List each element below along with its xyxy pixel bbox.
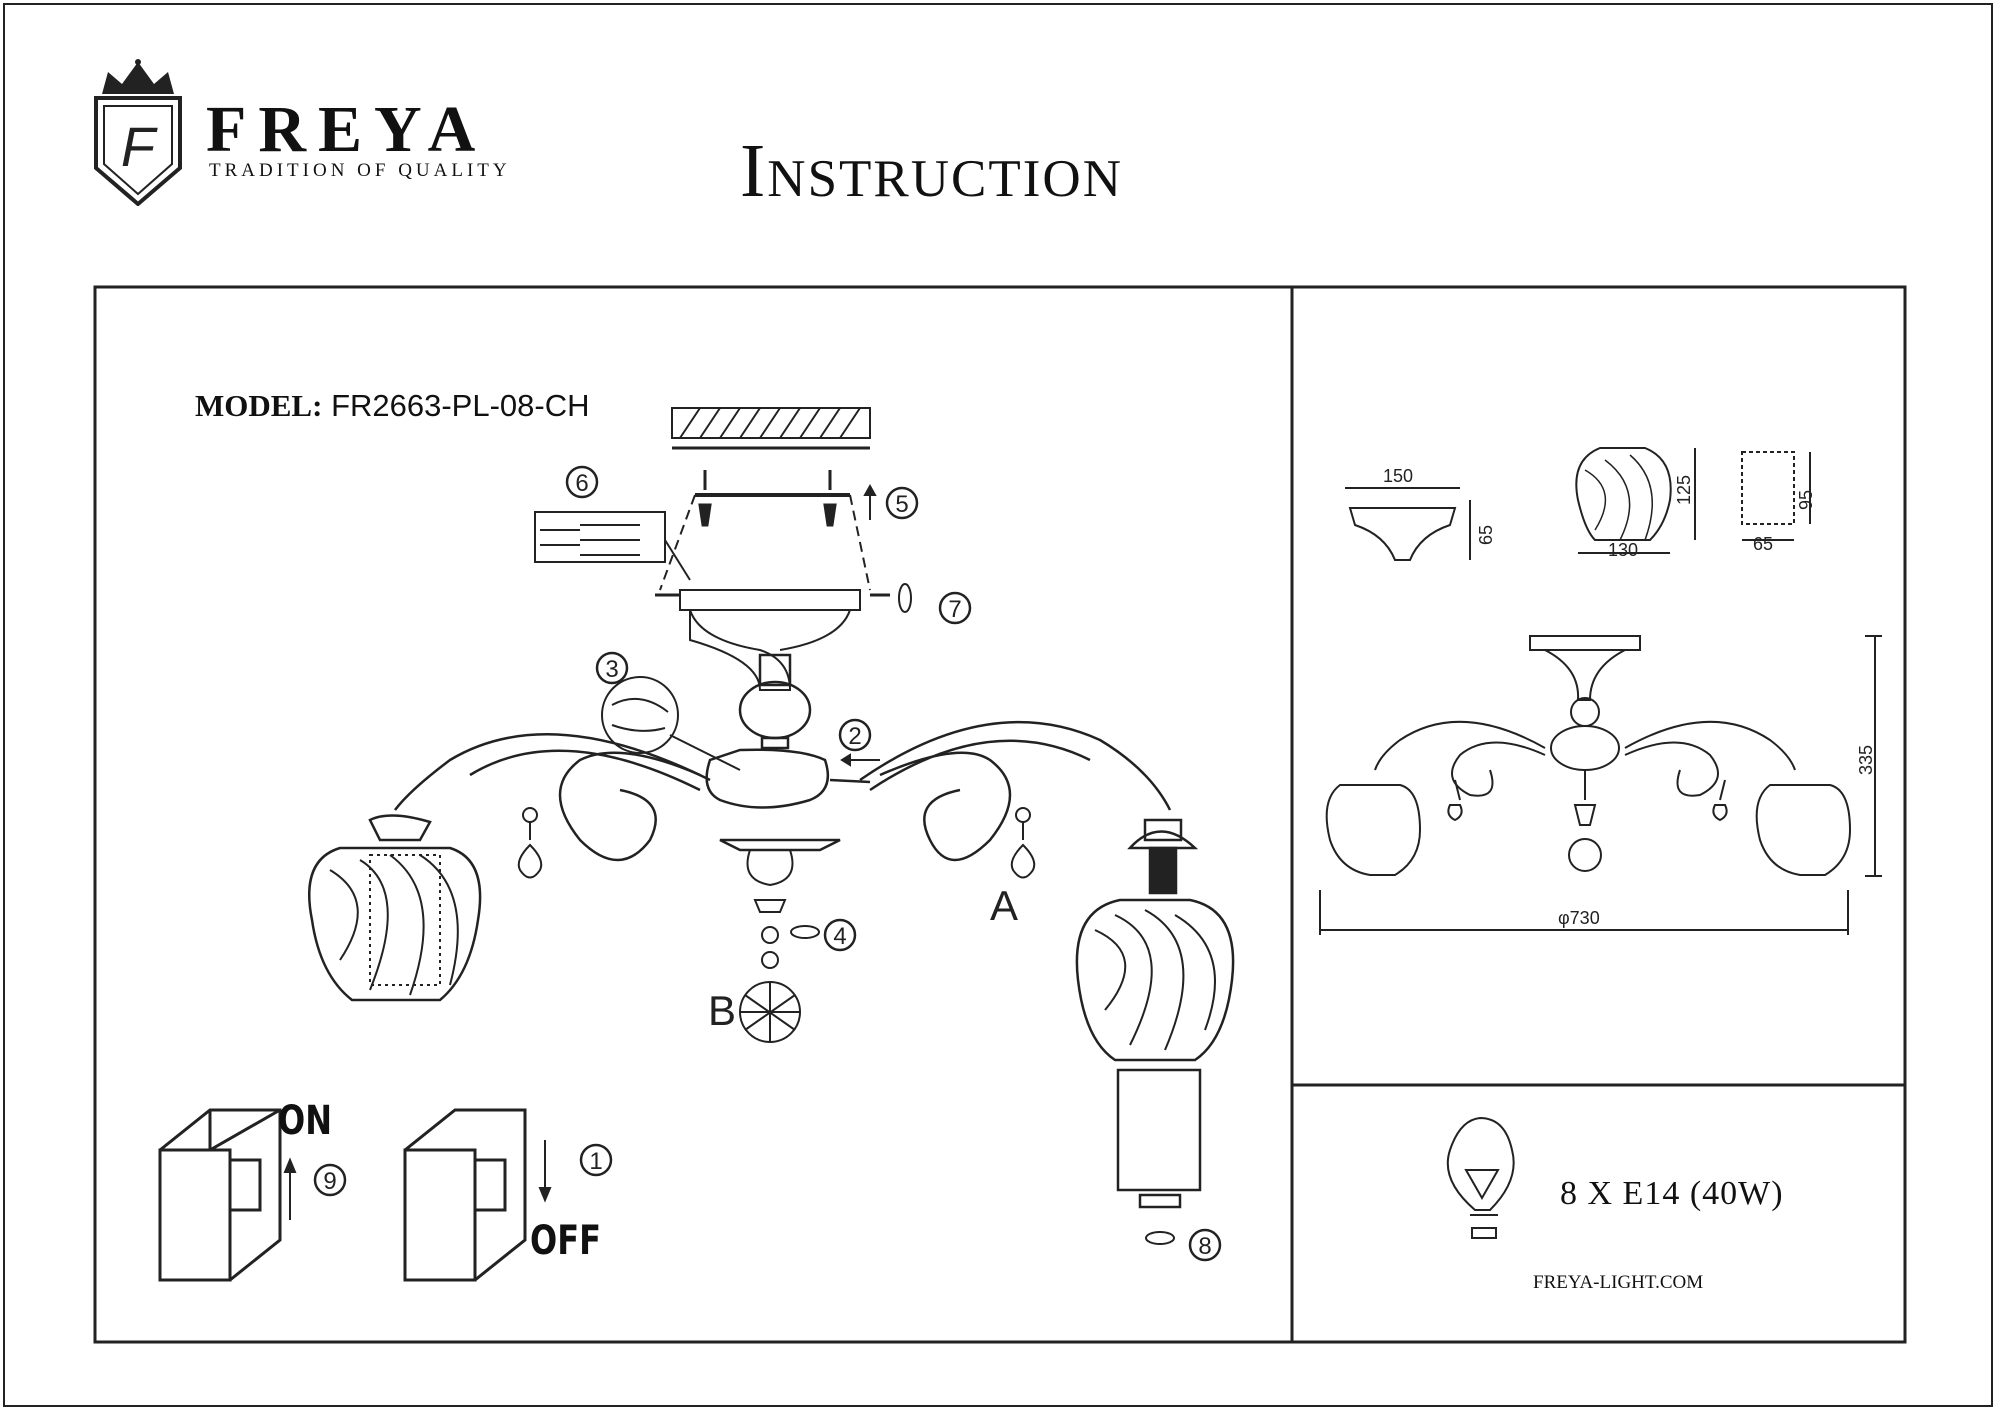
step-1-number: 1 xyxy=(589,1148,602,1175)
light-bulb-icon xyxy=(1446,1116,1515,1239)
main-panel-border xyxy=(93,285,1907,1344)
cylinder-dimension-drawing xyxy=(1741,451,1811,541)
logo-monogram: F xyxy=(121,115,158,178)
dim-cylinder-width: 65 xyxy=(1753,534,1773,554)
dim-shade-height: 125 xyxy=(1674,475,1694,505)
step-9-marker xyxy=(313,1163,347,1197)
canopy-dimension-drawing xyxy=(1345,487,1471,561)
arms xyxy=(394,720,1172,862)
step-4-number: 4 xyxy=(833,923,846,950)
wire-connector-icon xyxy=(534,511,691,581)
brand-tagline: TRADITION OF QUALITY xyxy=(209,160,511,181)
switch-arrows xyxy=(283,1140,552,1220)
switch-on-diagram xyxy=(158,1108,282,1282)
inner-cylinder xyxy=(1116,1068,1202,1209)
dim-cylinder-height: 95 xyxy=(1796,490,1816,510)
brand-name: FREYA xyxy=(206,93,488,166)
step-6-marker xyxy=(565,465,599,499)
step-8-number: 8 xyxy=(1198,1233,1211,1260)
page-title: Instruction xyxy=(740,129,1123,213)
page-frame xyxy=(3,3,1993,1407)
left-crystal-drop xyxy=(517,807,543,879)
step-2-marker xyxy=(838,718,872,752)
left-glass-shade xyxy=(308,814,482,1002)
step-4-marker xyxy=(823,918,857,952)
chandelier-body xyxy=(705,653,871,852)
part-label-a: A xyxy=(990,882,1018,929)
switch-on-label: ON xyxy=(278,1098,332,1144)
model-line: MODEL: FR2663-PL-08-CH xyxy=(195,388,590,424)
ceiling-mount-diagram xyxy=(659,407,871,691)
wire-detail-icon xyxy=(601,676,741,771)
bulb-spec: 8 X E14 (40W) xyxy=(1560,1175,1784,1212)
left-arrow-icon xyxy=(840,753,880,767)
part-label-b: B xyxy=(708,987,736,1034)
crest-icon: F xyxy=(94,59,182,206)
website-link[interactable]: FREYA-LIGHT.COM xyxy=(1533,1272,1704,1293)
switch-off-diagram xyxy=(403,1108,527,1282)
dim-canopy-width: 150 xyxy=(1383,466,1413,486)
right-crystal-drop xyxy=(1010,807,1036,879)
step-5-marker xyxy=(885,486,919,520)
step-2-number: 2 xyxy=(848,723,861,750)
step-8-marker xyxy=(1188,1228,1222,1262)
rotate-icons xyxy=(790,583,1175,1245)
dim-total-height: 335 xyxy=(1856,745,1876,775)
dim-canopy-height: 65 xyxy=(1476,525,1496,545)
screw-icons xyxy=(655,470,890,597)
step-3-number: 3 xyxy=(605,656,618,683)
right-glass-shade xyxy=(1075,898,1235,1062)
step-5-number: 5 xyxy=(895,491,908,518)
switch-off-label: OFF xyxy=(530,1218,601,1264)
step-7-number: 7 xyxy=(948,596,961,623)
up-arrow-icon xyxy=(863,483,877,520)
center-crystal-ball xyxy=(739,899,801,1043)
shade-dimension-drawing xyxy=(1575,447,1696,554)
step-3-marker xyxy=(595,651,629,685)
assembled-chandelier-drawing xyxy=(1325,635,1852,876)
overall-dimension-lines xyxy=(1319,635,1882,935)
step-7-marker xyxy=(938,591,972,625)
center-finial xyxy=(746,849,794,887)
model-label: MODEL: xyxy=(195,388,323,423)
model-value: FR2663-PL-08-CH xyxy=(331,388,590,423)
dim-shade-width: 130 xyxy=(1608,540,1638,560)
dim-diameter: φ730 xyxy=(1558,908,1600,928)
step-markers xyxy=(313,465,1222,1262)
step-1-marker xyxy=(579,1143,613,1177)
step-6-number: 6 xyxy=(575,470,588,497)
step-9-number: 9 xyxy=(323,1168,336,1195)
right-socket xyxy=(1127,818,1199,895)
